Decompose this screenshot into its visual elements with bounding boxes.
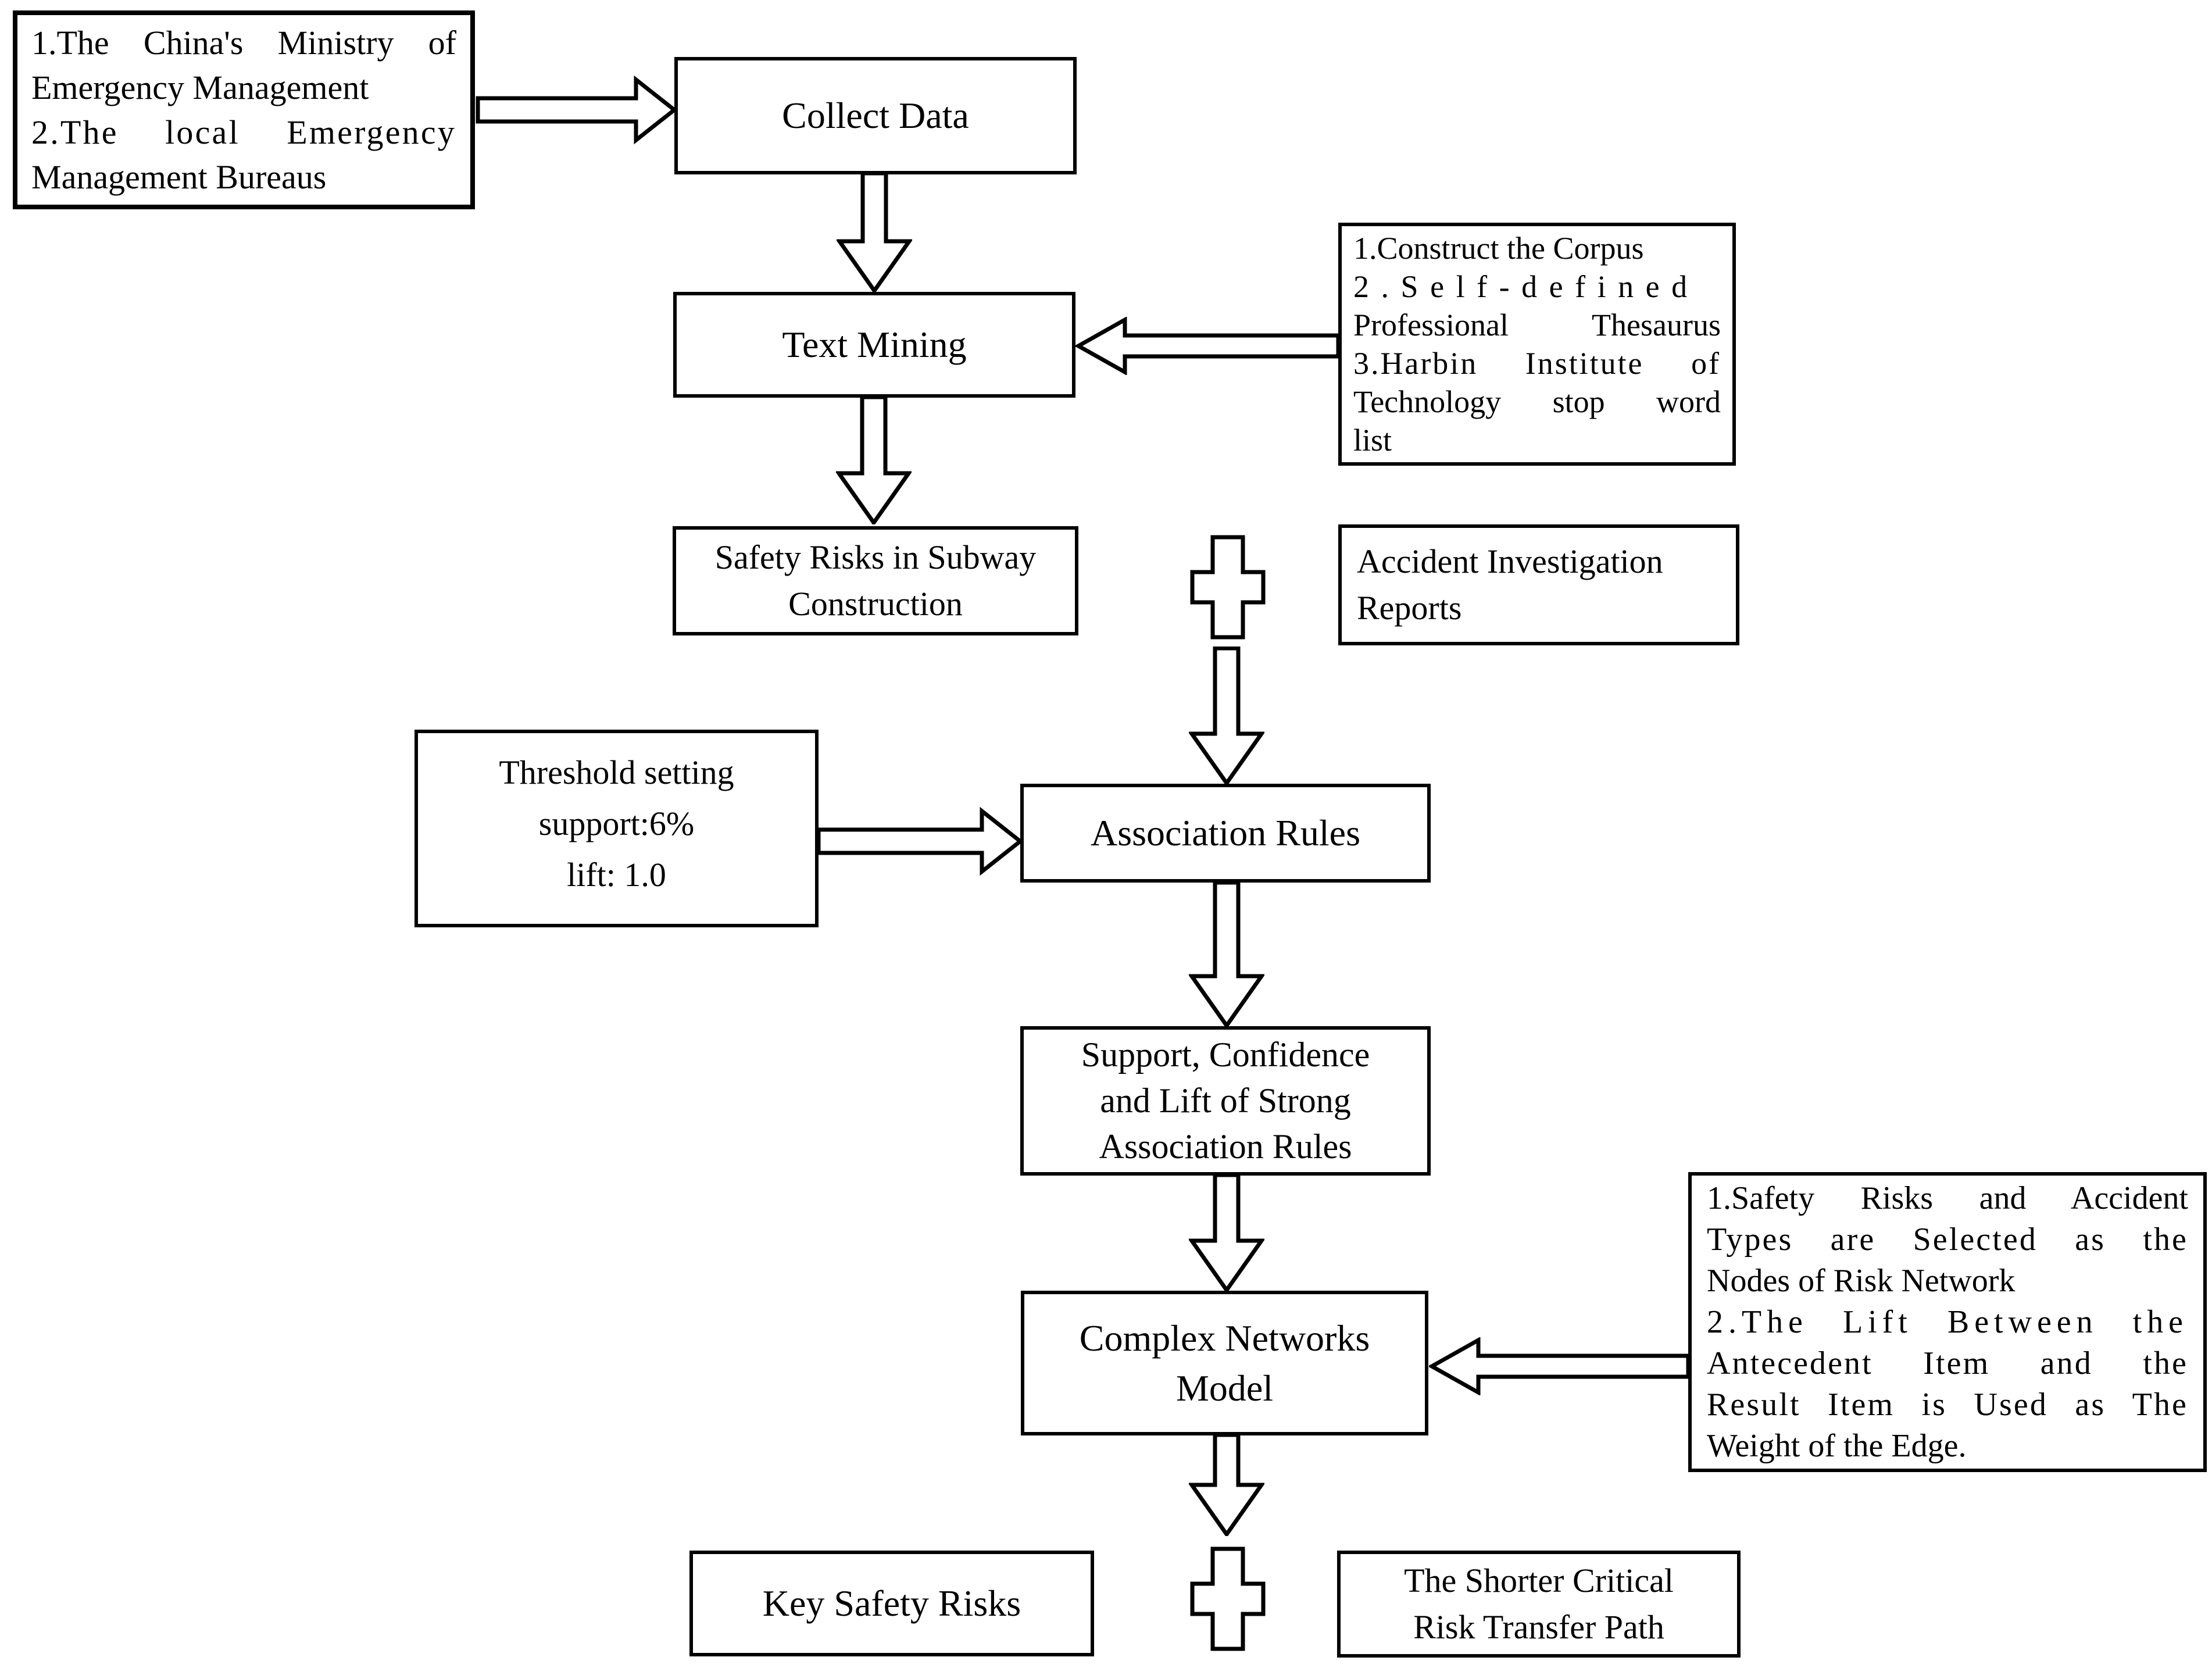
arrow-down-icon [1189,647,1264,785]
corpus-resources-box: 1.Construct the Corpus 2.Self-defined Pr… [1338,223,1736,466]
risk-transfer-path-box: The Shorter Critical Risk Transfer Path [1337,1551,1741,1658]
key-safety-risks-box: Key Safety Risks [689,1551,1094,1656]
safety-risks-line: Safety Risks in Subway [714,538,1037,576]
collect-data-box: Collect Data [674,57,1077,174]
network-definition-line: Types are Selected as the [1707,1221,2188,1258]
safety-risks-box: Safety Risks in Subway Construction [673,526,1078,635]
threshold-line: lift: 1.0 [567,856,666,894]
arrow-down-icon [1189,1433,1264,1536]
threshold-setting-box: Threshold setting support:6% lift: 1.0 [414,730,819,927]
arrow-left-icon [1075,317,1341,375]
corpus-line: Technology stop word [1353,384,1721,419]
corpus-line: Professional Thesaurus [1353,308,1721,342]
corpus-line: 1.Construct the Corpus [1353,231,1644,266]
arrow-right-icon [476,75,677,145]
network-definition-line: Nodes of Risk Network [1707,1262,2016,1299]
network-definition-line: 1.Safety Risks and Accident [1707,1180,2188,1216]
arrow-down-icon [836,395,912,524]
source-line: 1.The China's Ministry of [31,24,456,62]
collect-data-label: Collect Data [782,95,969,136]
complex-networks-model-box: Complex Networks Model [1021,1291,1428,1435]
accident-reports-line: Reports [1357,589,1462,627]
arrow-left-icon [1429,1337,1691,1395]
support-line: and Lift of Strong [1100,1081,1351,1120]
network-definition-line: Weight of the Edge. [1707,1427,1967,1464]
source-line: Emergency Management [31,69,369,106]
plus-icon [1190,1547,1266,1651]
complex-model-line: Model [1175,1367,1274,1409]
threshold-line: Threshold setting [499,753,734,791]
arrow-down-icon [1189,881,1264,1027]
text-mining-label: Text Mining [782,324,967,365]
arrow-down-icon [1189,1173,1264,1292]
network-definition-box: 1.Safety Risks and Accident Types are Se… [1688,1172,2207,1472]
text-mining-box: Text Mining [673,292,1075,398]
support-line: Association Rules [1099,1127,1352,1166]
safety-risks-line: Construction [788,585,963,623]
threshold-line: support:6% [538,805,695,842]
corpus-line: 2.Self-defined [1353,269,1699,304]
complex-model-line: Complex Networks [1079,1317,1370,1359]
key-safety-risks-label: Key Safety Risks [762,1583,1021,1624]
association-rules-label: Association Rules [1091,812,1360,853]
source-line: Management Bureaus [31,158,327,196]
accident-reports-box: Accident Investigation Reports [1338,524,1739,645]
source-line: 2.The local Emergency [31,113,456,151]
corpus-line: list [1353,423,1392,458]
network-definition-line: Antecedent Item and the [1707,1345,2188,1381]
arrow-right-icon [816,806,1023,876]
support-line: Support, Confidence [1081,1035,1370,1074]
risk-transfer-path-line: The Shorter Critical [1404,1562,1674,1599]
data-sources-box: 1.The China's Ministry of Emergency Mana… [13,10,475,209]
association-rules-box: Association Rules [1020,784,1431,883]
arrow-down-icon [837,172,912,292]
plus-icon [1190,535,1266,640]
accident-reports-line: Accident Investigation [1357,542,1663,580]
support-confidence-lift-box: Support, Confidence and Lift of Strong A… [1020,1026,1431,1176]
corpus-line: 3.Harbin Institute of [1353,346,1721,381]
network-definition-line: 2.The Lift Between the [1707,1303,2188,1340]
network-definition-line: Result Item is Used as The [1707,1386,2188,1423]
risk-transfer-path-line: Risk Transfer Path [1413,1608,1664,1646]
